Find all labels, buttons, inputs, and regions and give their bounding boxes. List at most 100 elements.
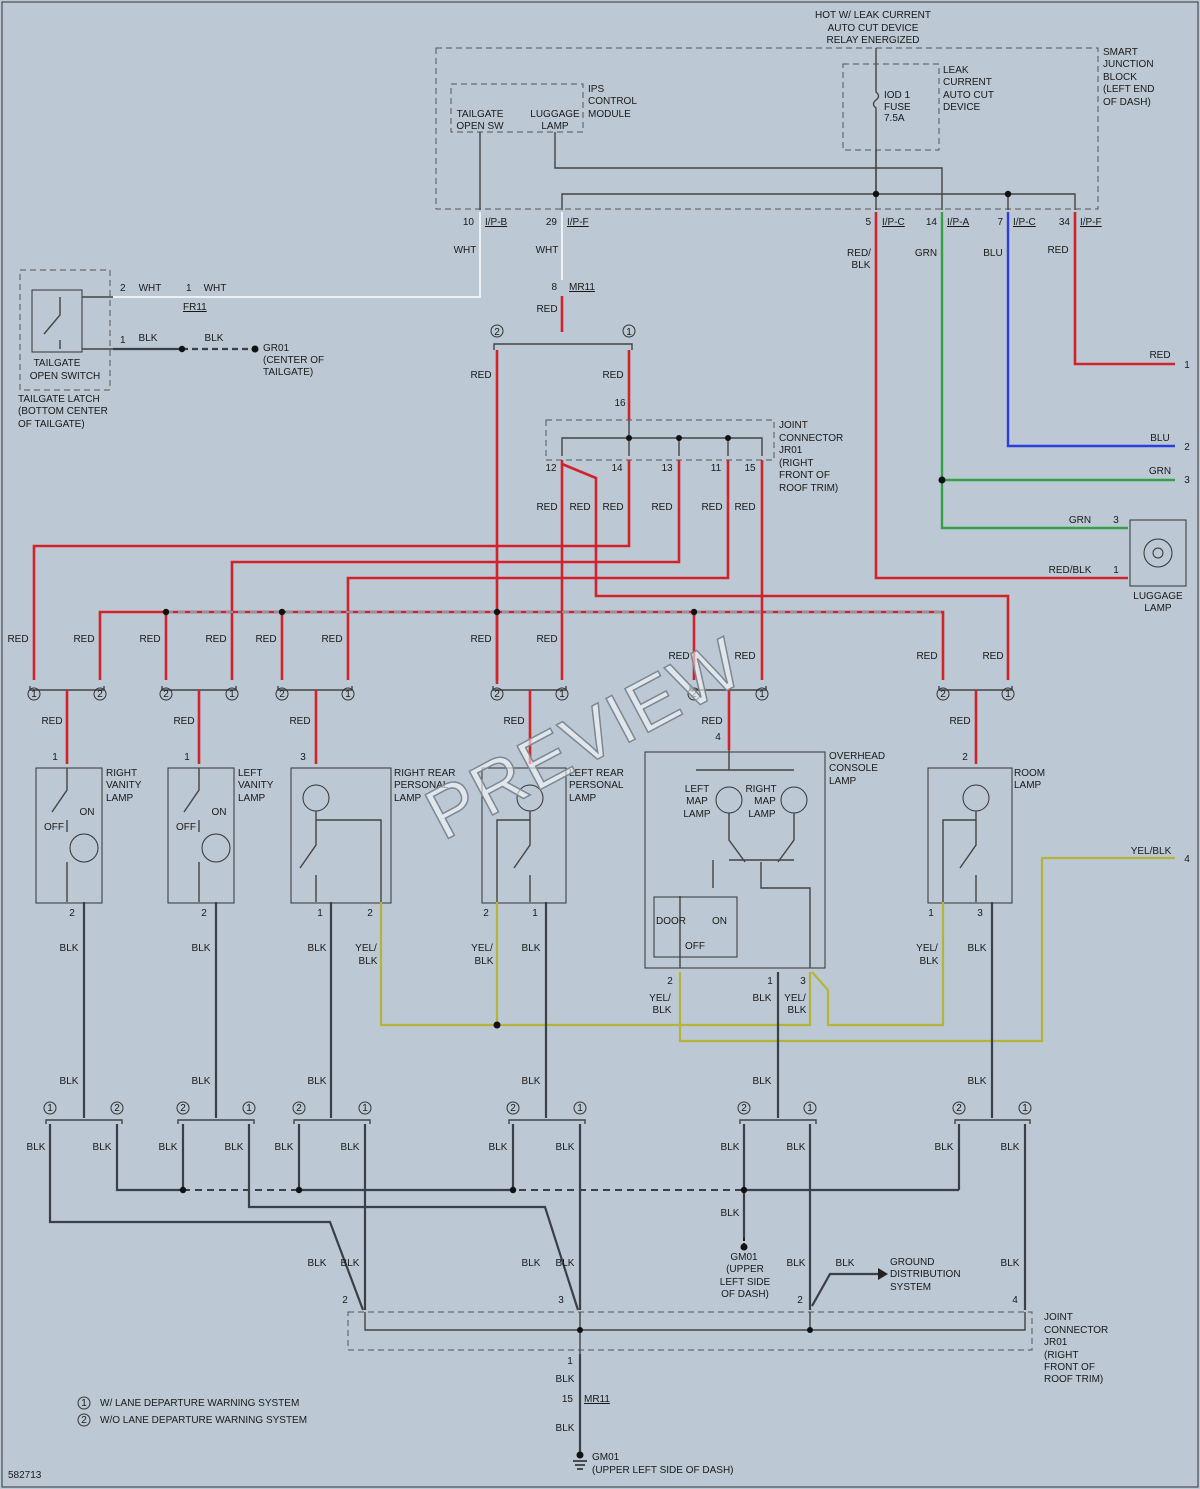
luggage-pin-3: 3 <box>1113 515 1119 526</box>
rr-personal-label-3: LAMP <box>394 793 422 804</box>
wire-label-wht: WHT <box>536 245 559 256</box>
svg-text:BLK: BLK <box>653 1005 672 1016</box>
left-map-label-2: MAP <box>686 796 708 807</box>
svg-text:BLK: BLK <box>1001 1258 1020 1269</box>
gm01a-label-2: (UPPER <box>726 1264 764 1275</box>
conn-mr11-bottom: MR11 <box>584 1394 610 1405</box>
svg-text:2: 2 <box>163 689 169 700</box>
svg-text:BLK: BLK <box>522 1258 541 1269</box>
option-1-icon <box>622 324 636 338</box>
pin-ipc-1: 5 <box>865 217 871 228</box>
wire-label-red: RED <box>602 370 623 381</box>
svg-text:2: 2 <box>510 1103 516 1114</box>
svg-text:1: 1 <box>559 689 565 700</box>
svg-text:BLK: BLK <box>192 943 211 954</box>
svg-text:RED: RED <box>701 716 722 727</box>
svg-text:BLK: BLK <box>159 1142 178 1153</box>
svg-text:2: 2 <box>940 689 946 700</box>
legend-1-text: W/ LANE DEPARTURE WARNING SYSTEM <box>100 1398 299 1409</box>
option-2-icon <box>490 324 504 338</box>
jr01-bottom-label-6: ROOF TRIM) <box>1044 1374 1103 1385</box>
svg-text:BLK: BLK <box>556 1374 575 1385</box>
sjb-label-3: BLOCK <box>1103 72 1137 83</box>
jr01-pin: 14 <box>611 463 623 474</box>
svg-text:1: 1 <box>47 1103 53 1114</box>
jr01-top-label-4: (RIGHT <box>779 458 813 469</box>
svg-text:BLK: BLK <box>475 956 494 967</box>
ips-luggage-lamp-label-2: LAMP <box>541 121 569 132</box>
sjb-label-5: OF DASH) <box>1103 97 1151 108</box>
svg-text:2: 2 <box>483 908 489 919</box>
fuse-symbol <box>872 48 880 196</box>
tailgate-open-sw-label-2: OPEN SW <box>456 121 504 132</box>
left-vanity-label-2: VANITY <box>238 780 274 791</box>
pin-mr11: 8 <box>551 282 557 293</box>
left-vanity-lamp <box>167 767 235 904</box>
svg-text:BLK: BLK <box>1001 1142 1020 1153</box>
fuse-label-3: 7.5A <box>884 113 905 124</box>
jr01-bottom-label-5: FRONT OF <box>1044 1362 1095 1373</box>
overhead-label-3: LAMP <box>829 776 857 787</box>
conn-fr11: FR11 <box>183 302 207 313</box>
tailgate-switch-label-1: TAILGATE <box>34 358 81 369</box>
svg-text:BLK: BLK <box>920 956 939 967</box>
svg-text:1: 1 <box>767 976 773 987</box>
tailgate-pin-2: 2 <box>120 283 126 294</box>
conn-mr11: MR11 <box>569 282 595 293</box>
svg-text:2: 2 <box>296 1103 302 1114</box>
svg-text:1: 1 <box>246 1103 252 1114</box>
svg-text:1: 1 <box>928 908 934 919</box>
splice-dot <box>872 190 880 198</box>
wire-to-ground-distribution <box>811 1272 878 1307</box>
pin-jr01-16: 16 <box>614 398 626 409</box>
svg-text:1: 1 <box>626 327 632 338</box>
fr11-pin-1: 1 <box>186 283 192 294</box>
right-map-label-1: RIGHT <box>745 784 776 795</box>
svg-text:2: 2 <box>97 689 103 700</box>
right-map-label-2: MAP <box>754 796 776 807</box>
left-rear-personal-lamp <box>481 767 567 904</box>
svg-text:2: 2 <box>691 689 697 700</box>
pin-ipc-2: 7 <box>997 217 1003 228</box>
svg-text:RED: RED <box>734 651 755 662</box>
leak-cut-device-box <box>842 63 940 151</box>
svg-text:BLK: BLK <box>836 1258 855 1269</box>
svg-text:BLK: BLK <box>60 1076 79 1087</box>
bulb-icon <box>302 784 330 812</box>
svg-text:1: 1 <box>1005 689 1011 700</box>
jr01-pin: 13 <box>661 463 673 474</box>
gm01a-label-1: GM01 <box>730 1252 758 1263</box>
bulb-icon <box>69 833 99 863</box>
room-lamp <box>927 767 1013 904</box>
svg-text:BLK: BLK <box>341 1142 360 1153</box>
gds-label-3: SYSTEM <box>890 1282 931 1293</box>
svg-text:YEL/: YEL/ <box>471 943 493 954</box>
svg-text:YEL/: YEL/ <box>355 943 377 954</box>
svg-text:BLK: BLK <box>556 1258 575 1269</box>
joint-connector-jr01-top <box>545 419 775 461</box>
svg-text:BLK: BLK <box>753 1076 772 1087</box>
svg-text:BLK: BLK <box>275 1142 294 1153</box>
svg-text:OFF: OFF <box>176 822 196 833</box>
svg-text:2: 2 <box>81 1415 87 1426</box>
output-4: 4 <box>1184 854 1190 865</box>
svg-text:2: 2 <box>956 1103 962 1114</box>
bulb-icon <box>201 833 231 863</box>
leak-label-2: CURRENT <box>943 77 992 88</box>
luggage-pin-1: 1 <box>1113 565 1119 576</box>
svg-text:RED: RED <box>949 716 970 727</box>
gm01b-label-2: (UPPER LEFT SIDE OF DASH) <box>592 1465 734 1476</box>
switch-symbol <box>43 296 113 350</box>
gr01-label-3: TAILGATE) <box>263 367 313 378</box>
option-brackets-top <box>29 686 1013 691</box>
conn-ipc-2: I/P-C <box>1013 217 1036 228</box>
svg-text:RED: RED <box>536 502 557 513</box>
svg-text:2: 2 <box>797 1295 803 1306</box>
svg-text:RED: RED <box>668 651 689 662</box>
svg-text:2: 2 <box>367 908 373 919</box>
svg-text:RED: RED <box>982 651 1003 662</box>
overhead-label-1: OVERHEAD <box>829 751 885 762</box>
svg-text:1: 1 <box>532 908 538 919</box>
